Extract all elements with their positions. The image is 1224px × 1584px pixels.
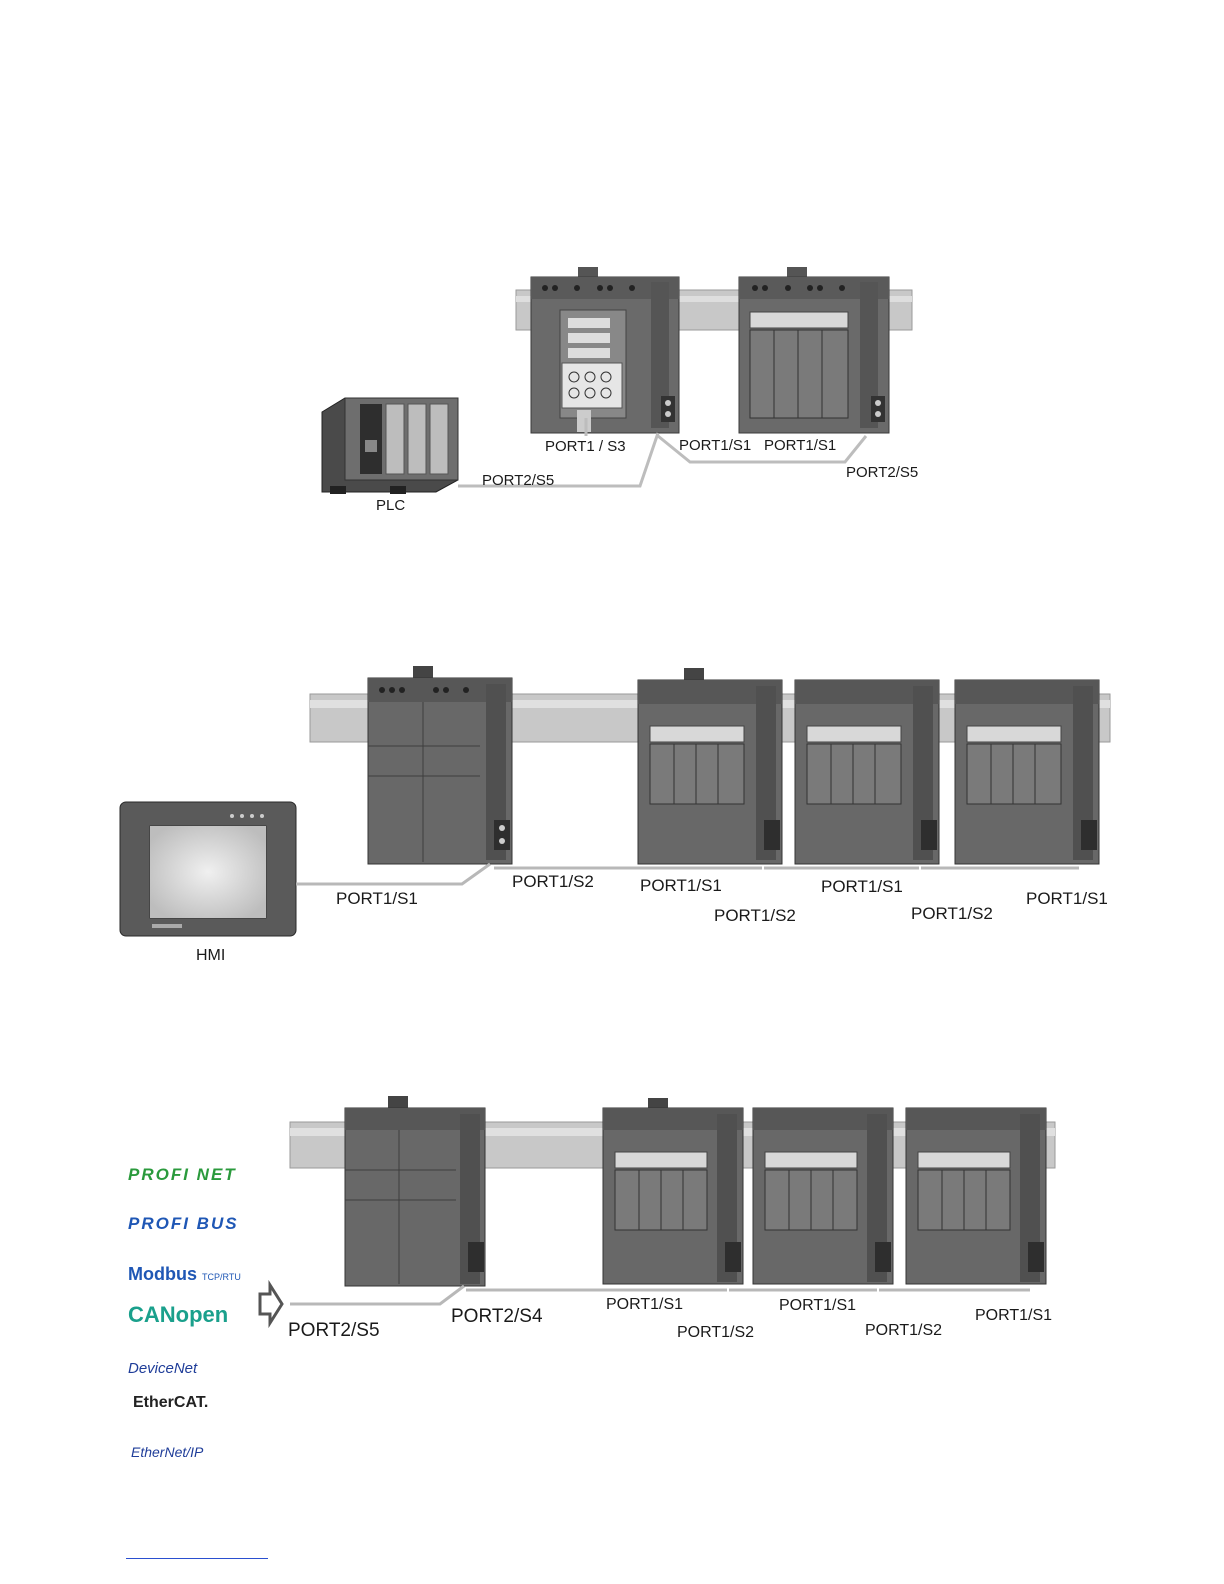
diagram2-graphic bbox=[0, 640, 1224, 980]
hmi-device bbox=[120, 802, 296, 936]
port-label: PORT1/S1 bbox=[606, 1296, 683, 1314]
port-label: PORT1/S2 bbox=[911, 904, 993, 924]
port-label: PORT1/S1 bbox=[764, 437, 836, 454]
port-label: PORT1 / S3 bbox=[545, 438, 626, 455]
slave-unit bbox=[739, 267, 889, 433]
plc-device bbox=[322, 398, 458, 494]
cable-hmi-to-master bbox=[296, 864, 490, 884]
port-label: PORT2/S4 bbox=[451, 1306, 543, 1328]
cable-fieldbus-to-master bbox=[290, 1286, 464, 1304]
port-label: PORT1/S1 bbox=[975, 1307, 1052, 1325]
port-label: PORT2/S5 bbox=[482, 472, 554, 489]
port-label: PORT1/S1 bbox=[336, 889, 418, 909]
modbus-logo: Modbus TCP/RTU bbox=[128, 1264, 241, 1285]
port-label: PORT1/S1 bbox=[679, 437, 751, 454]
master-unit bbox=[368, 666, 512, 864]
slave-unit bbox=[753, 1108, 893, 1284]
port-label: PORT1/S2 bbox=[865, 1322, 942, 1340]
devicenet-logo: DeviceNet bbox=[128, 1360, 197, 1377]
port-label: PORT2/S5 bbox=[846, 464, 918, 481]
slave-unit bbox=[795, 680, 939, 864]
profibus-logo: PROFI BUS bbox=[128, 1214, 239, 1234]
port-label: PORT1/S1 bbox=[821, 877, 903, 897]
port-label: PORT2/S5 bbox=[288, 1320, 380, 1342]
ethernetip-logo: EtherNet/IP bbox=[131, 1444, 203, 1460]
footnote-rule bbox=[126, 1558, 268, 1559]
port-label: PORT1/S1 bbox=[1026, 889, 1108, 909]
port-label: PORT1/S1 bbox=[779, 1297, 856, 1315]
slave-unit bbox=[955, 680, 1099, 864]
plc-label: PLC bbox=[376, 497, 405, 514]
diagram3-graphic bbox=[0, 1080, 1224, 1330]
hmi-label: HMI bbox=[196, 947, 225, 965]
port-label: PORT1/S2 bbox=[677, 1324, 754, 1342]
diagram1-graphic bbox=[0, 0, 1224, 560]
profinet-logo: PROFI NET bbox=[128, 1165, 237, 1185]
slave-unit bbox=[638, 668, 782, 864]
fieldbus-arrow-icon bbox=[260, 1285, 282, 1323]
slave-unit bbox=[603, 1098, 743, 1284]
port-label: PORT1/S2 bbox=[714, 906, 796, 926]
slave-unit bbox=[906, 1108, 1046, 1284]
master-unit bbox=[345, 1096, 485, 1286]
master-unit bbox=[531, 267, 679, 433]
port-label: PORT1/S2 bbox=[512, 872, 594, 892]
canopen-logo: CANopen bbox=[128, 1302, 228, 1328]
port-label: PORT1/S1 bbox=[640, 876, 722, 896]
ethercat-logo: EtherCAT. bbox=[133, 1394, 208, 1412]
